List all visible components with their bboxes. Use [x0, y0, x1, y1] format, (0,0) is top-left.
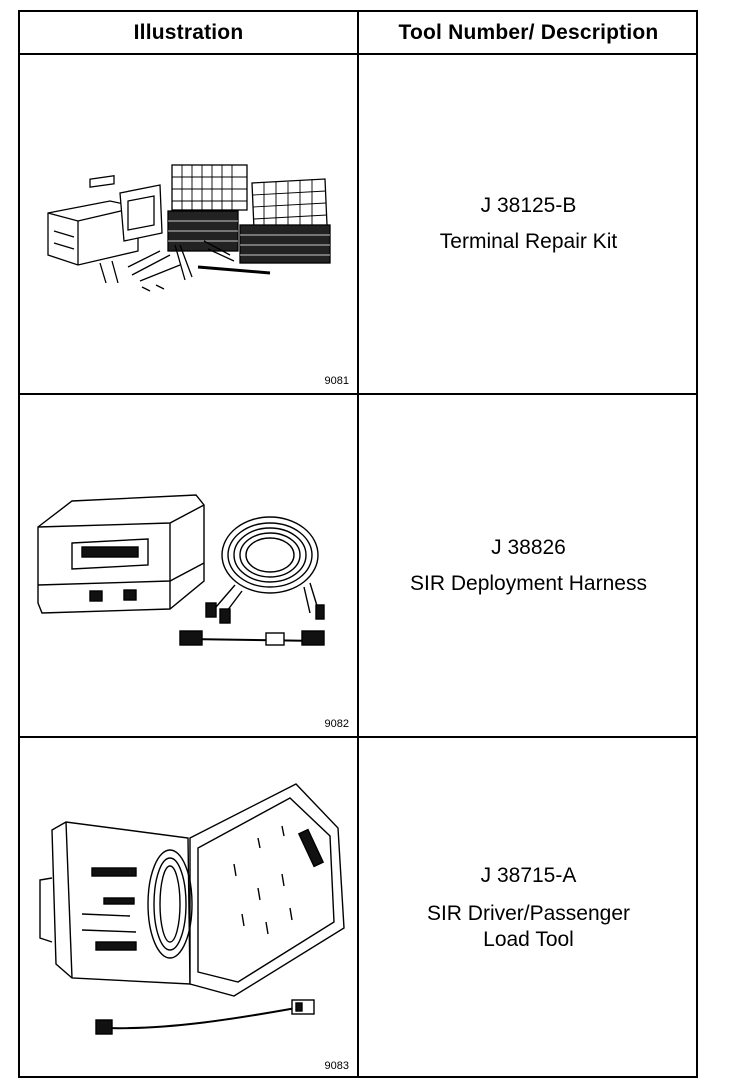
tool-description-line-1: SIR Driver/Passenger [426, 902, 631, 925]
row-divider [20, 736, 696, 738]
row-1-description-cell: J 38125-B Terminal Repair Kit [359, 55, 698, 393]
header-tool-description: Tool Number/ Description [398, 20, 659, 44]
row-2-description-cell: J 38826 SIR Deployment Harness [359, 395, 698, 736]
sir-deployment-harness-drawing [37, 494, 325, 646]
row-divider [20, 393, 696, 395]
row-1-illustration-cell: 9081 [20, 55, 357, 393]
header-illustration: Illustration [133, 20, 244, 44]
tool-number: J 38125-B [480, 194, 577, 217]
row-3-illustration-cell: 9083 [20, 738, 357, 1078]
tool-description: SIR Deployment Harness [410, 571, 647, 595]
header-divider [20, 53, 696, 55]
sir-load-tool-drawing [39, 783, 345, 1035]
figure-number: 9081 [324, 375, 349, 387]
row-3-description-cell: J 38715-A SIR Driver/Passenger Load Tool [359, 738, 698, 1078]
figure-number: 9082 [324, 718, 349, 730]
special-tools-table: Illustration Tool Number/ Description [18, 10, 698, 1078]
column-divider [357, 12, 359, 1076]
tool-number: J 38715-A [480, 864, 577, 887]
terminal-repair-kit-drawing [47, 164, 331, 292]
tool-number: J 38826 [491, 535, 566, 559]
figure-number: 9083 [324, 1060, 349, 1072]
tool-description: Terminal Repair Kit [439, 230, 618, 253]
row-2-illustration-cell: 9082 [20, 395, 357, 736]
tool-description-line-2: Load Tool [483, 928, 574, 951]
